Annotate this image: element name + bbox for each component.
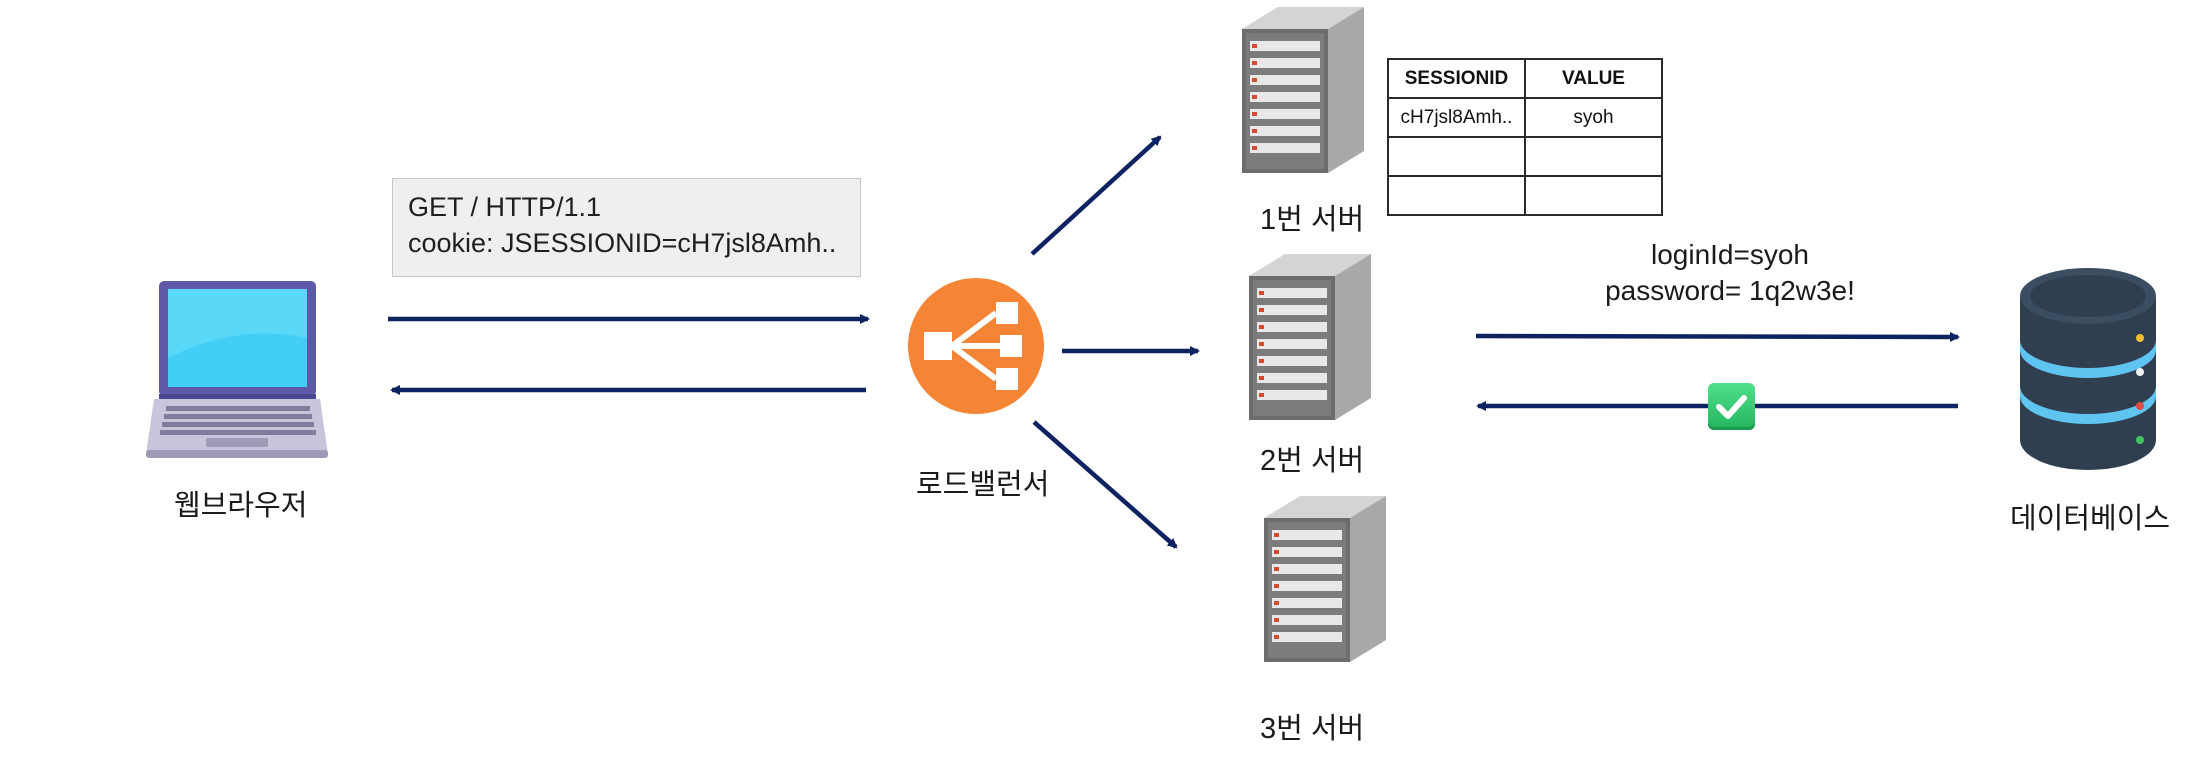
session-table: SESSIONID VALUE cH7jsl8Amh.. syoh (1387, 58, 1663, 216)
server-to-db-arrow (1475, 331, 1960, 342)
db-query-text: loginId=syoh password= 1q2w3e! (1550, 237, 1910, 309)
browser-label: 웹브라우저 (174, 490, 308, 522)
database-label: 데이터베이스 (2010, 503, 2171, 535)
lb-to-server1-arrow (1030, 135, 1162, 256)
load-balancer-icon (908, 278, 1044, 414)
browser-node (146, 278, 328, 460)
lb-to-server3-arrow (1032, 420, 1178, 549)
database-node (2020, 268, 2156, 473)
server-2-label: 2번 서버 (1260, 445, 1365, 477)
server-icon (1249, 254, 1371, 420)
session-table-cell (1387, 136, 1526, 177)
server-icon (1242, 7, 1364, 173)
session-table-cell (1524, 175, 1663, 216)
laptop-icon (146, 281, 328, 458)
server-3-label: 3번 서버 (1260, 713, 1365, 745)
session-table-cell (1524, 136, 1663, 177)
session-table-cell: syoh (1524, 97, 1663, 138)
http-request-box: GET / HTTP/1.1 cookie: JSESSIONID=cH7jsl… (392, 178, 861, 277)
server-icon (1264, 496, 1386, 662)
server-3 (1260, 492, 1386, 664)
load-balancer-node (908, 278, 1044, 414)
session-table-cell (1387, 175, 1526, 216)
request-cookie: cookie: JSESSIONID=cH7jsl8Amh.. (408, 228, 837, 258)
server-2 (1245, 250, 1371, 422)
database-icon (2020, 268, 2156, 470)
request-line: GET / HTTP/1.1 (408, 192, 602, 222)
session-table-cell: cH7jsl8Amh.. (1387, 97, 1526, 138)
session-table-header: SESSIONID (1387, 58, 1526, 99)
success-check-icon (1708, 383, 1755, 430)
session-table-header: VALUE (1524, 58, 1663, 99)
server-1 (1238, 3, 1364, 175)
db-password: password= 1q2w3e! (1605, 275, 1855, 306)
load-balancer-label: 로드밸런서 (916, 469, 1050, 501)
server-1-label: 1번 서버 (1260, 204, 1365, 236)
db-login-id: loginId=syoh (1650, 239, 1809, 270)
